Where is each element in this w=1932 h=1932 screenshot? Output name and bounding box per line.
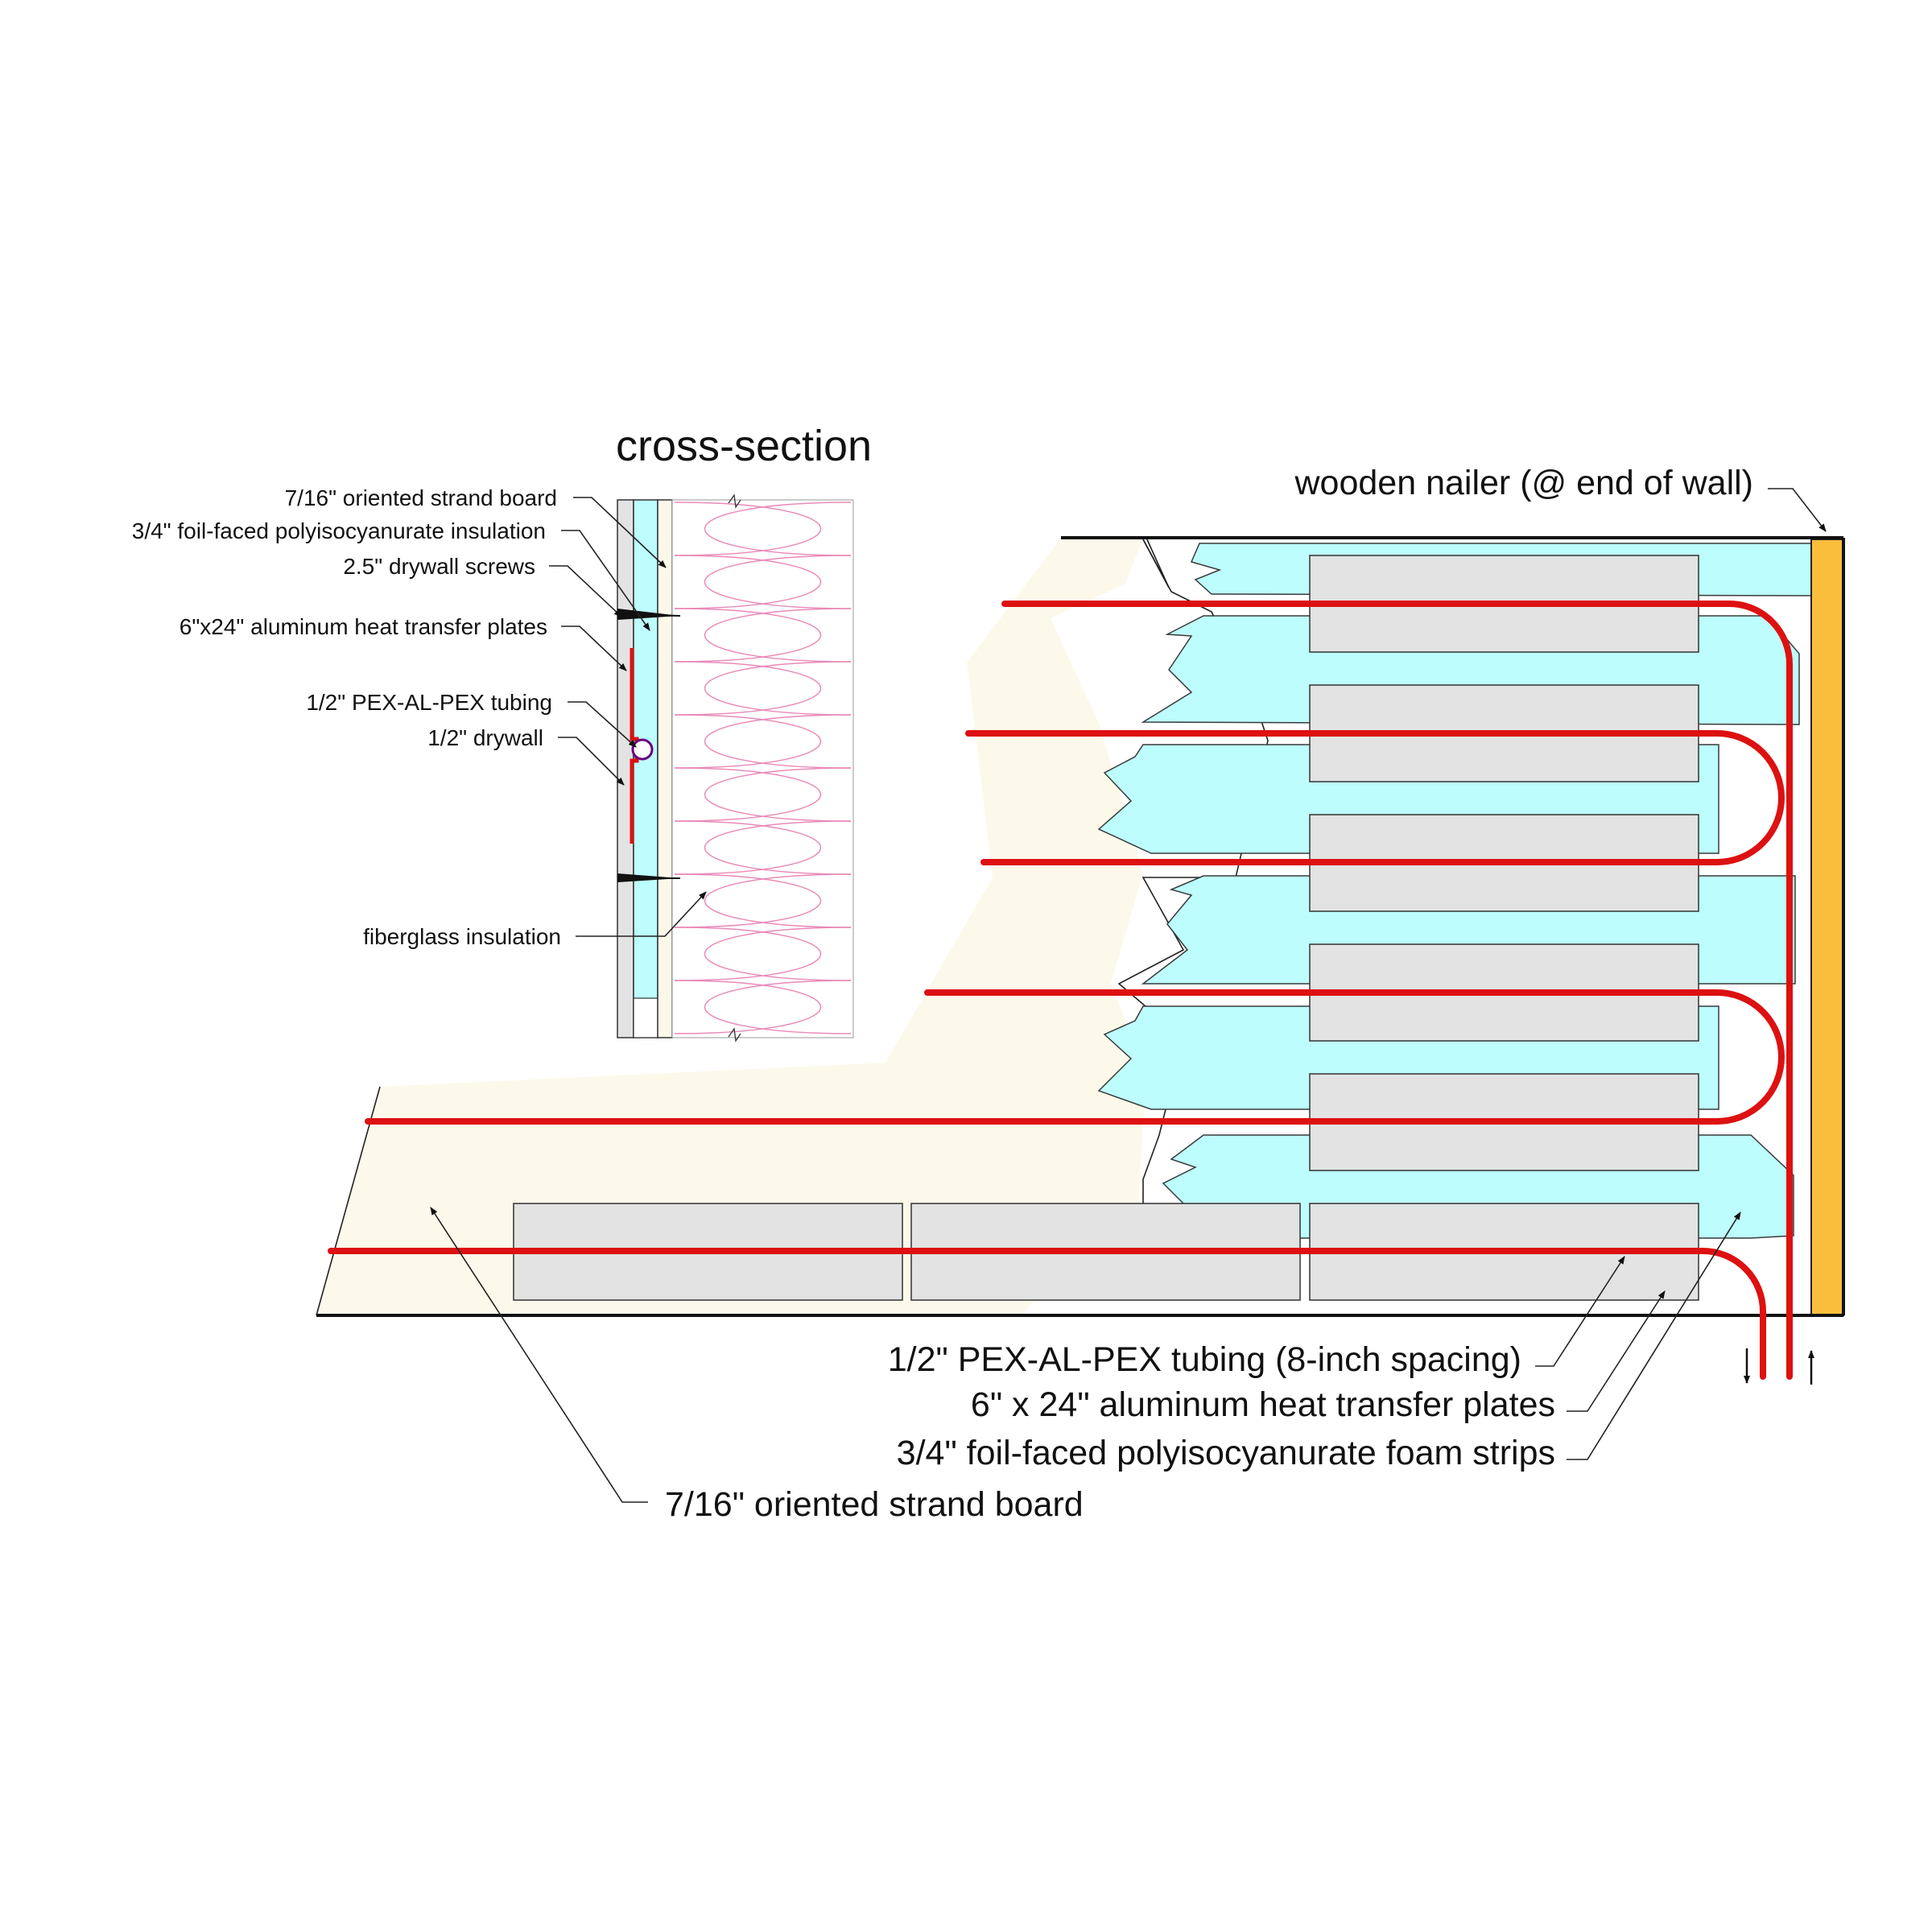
cs-osb-leader [573, 497, 667, 568]
tubing-leader [1535, 1256, 1625, 1367]
pex-tubing-loop [328, 1248, 1766, 1380]
cs-fiberglass-leader [576, 891, 707, 937]
cs-tubing-label: 1/2" PEX-AL-PEX tubing [306, 690, 552, 715]
cross-section: cross-section [132, 422, 872, 1042]
foil-insulation-layer [633, 499, 658, 1038]
nailer-leader [1768, 488, 1827, 532]
foam-leader [1567, 1212, 1741, 1460]
cs-screws-label: 2.5" drywall screws [343, 554, 535, 579]
cs-drywall-leader [558, 737, 625, 786]
cs-foil-leader [561, 530, 650, 631]
drywall-screw [617, 609, 681, 620]
nailer-label: wooden nailer (@ end of wall) [1294, 464, 1754, 502]
osb-label: 7/16" oriented strand board [665, 1485, 1084, 1524]
cs-fiberglass-label: fiberglass insulation [363, 924, 561, 949]
plates-label: 6" x 24" aluminum heat transfer plates [971, 1385, 1555, 1424]
fiberglass-batts [674, 502, 852, 1034]
break-mark [728, 1027, 741, 1042]
break-mark [728, 493, 741, 509]
pex-tubing-loop [365, 989, 1785, 1125]
tubing-label: 1/2" PEX-AL-PEX tubing (8-inch spacing) [888, 1340, 1521, 1379]
pex-tubing-loop [965, 730, 1785, 865]
osb-leader [430, 1207, 648, 1503]
cs-drywall-label: 1/2" drywall [427, 725, 543, 750]
foam-label: 3/4" foil-faced polyisocyanurate foam st… [897, 1434, 1555, 1472]
wooden-nailer [1810, 539, 1844, 1316]
cs-plates-leader [561, 625, 627, 671]
osb-layer [657, 499, 673, 1038]
cross-section-title: cross-section [616, 422, 872, 470]
cs-osb-label: 7/16" oriented strand board [285, 485, 557, 510]
foil-insulation-gap [633, 997, 658, 1038]
cs-foil-label: 3/4" foil-faced polyisocyanurate insulat… [132, 518, 546, 543]
cs-plates-label: 6"x24" aluminum heat transfer plates [180, 614, 547, 639]
drywall-screw [617, 873, 680, 882]
cs-tubing-leader [568, 701, 637, 748]
osb-edge [316, 1086, 381, 1316]
section-pex-tube [631, 738, 654, 761]
cs-screws-leader [549, 565, 622, 617]
wall-elevation: wooden nailer (@ end of wall) 1/2" PEX-A… [316, 464, 1845, 1524]
pex-tubing-loop [1001, 601, 1793, 1380]
plates-leader [1567, 1290, 1666, 1412]
